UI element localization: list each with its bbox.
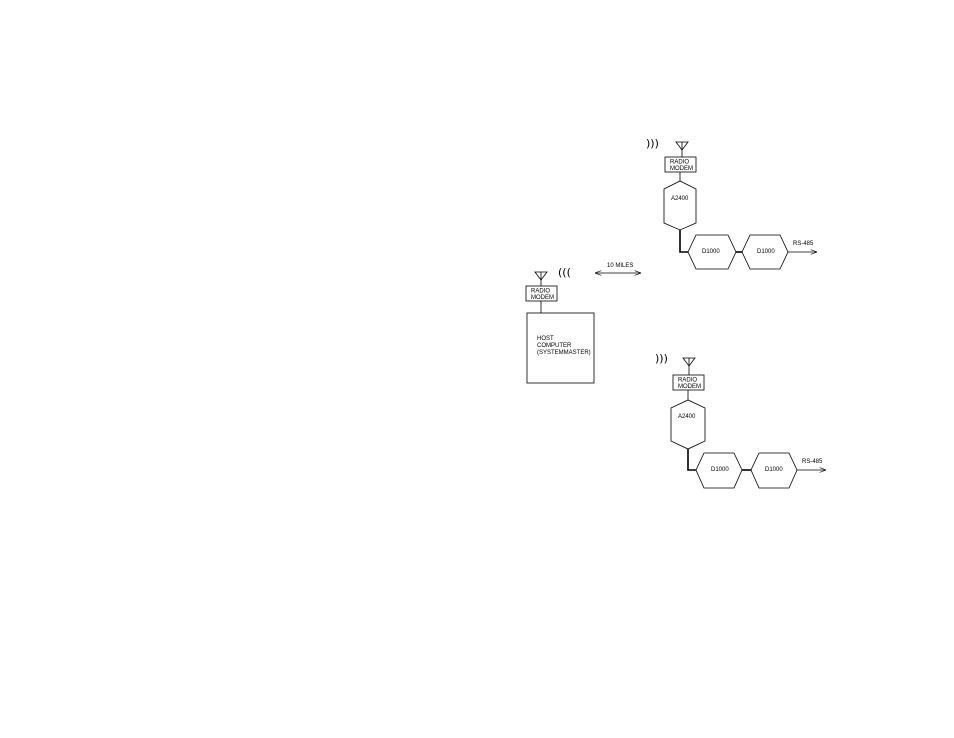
d1000-unit-2 [741,234,789,270]
remote-station-top: ))) RADIO MODEM A2400 D1000 D1000 RS-485 [646,137,817,270]
d1000-unit-1 [687,234,737,270]
a2400-label: A2400 [678,414,696,420]
host-station: ((( RADIO MODEM HOST COMPUTER (SYSTEMMAS… [525,266,595,384]
radio-modem-label-line1: RADIO [670,160,689,166]
radio-waves-icon: ((( [558,266,571,279]
antenna-icon [675,141,689,157]
radio-modem-label-line1: RADIO [531,289,550,295]
a2400-unit [663,180,697,231]
radio-modem-box [664,156,697,173]
d1000-label-1: D1000 [711,467,729,473]
remote-station-bottom: ))) RADIO MODEM A2400 D1000 D1000 RS-485 [655,352,826,489]
d1000-label-2: D1000 [757,249,775,255]
d1000-label-2: D1000 [765,467,783,473]
d1000-unit-1 [695,452,743,489]
distance-label: 10 MILES [607,263,633,269]
rs485-label: RS-485 [802,459,823,465]
host-computer-label-line3: (SYSTEMMASTER) [537,350,591,356]
radio-waves-icon: ))) [655,352,668,365]
host-computer-label-line2: COMPUTER [537,343,572,349]
bus-connector [679,230,690,253]
radio-modem-box [525,285,558,302]
d1000-label-1: D1000 [702,249,720,255]
radio-modem-box [672,374,705,391]
antenna-icon [682,357,696,375]
d1000-unit-2 [750,452,798,489]
a2400-unit [670,399,706,450]
radio-modem-label-line2: MODEM [670,166,693,172]
radio-modem-label-line1: RADIO [678,378,697,384]
a2400-label: A2400 [671,196,689,202]
radio-modem-label-line2: MODEM [678,384,701,390]
radio-waves-icon: ))) [646,137,659,150]
rs485-label: RS-485 [793,241,814,247]
host-computer-label-line1: HOST [537,336,554,342]
host-computer-box [526,312,595,384]
distance-indicator: 10 MILES [595,263,641,273]
antenna-icon [534,271,548,286]
radio-modem-label-line2: MODEM [531,295,554,301]
bus-connector [687,449,698,471]
